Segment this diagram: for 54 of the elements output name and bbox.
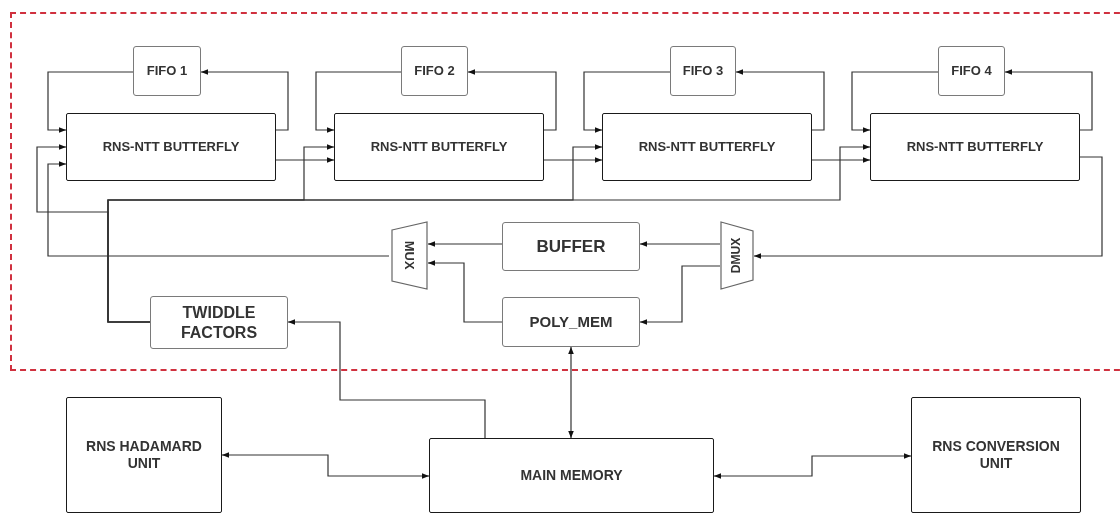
unit-box	[66, 397, 222, 513]
box-label: MUX	[400, 241, 417, 270]
arrow	[315, 71, 402, 133]
arrow	[287, 319, 486, 439]
box-label: FIFO 4	[951, 62, 992, 80]
box-label: FIFO 3	[682, 62, 724, 80]
process-box	[334, 113, 544, 181]
box-label: RNS-NTT BUTTERFLY	[906, 138, 1044, 156]
arrow	[1004, 69, 1093, 131]
memory-box	[502, 297, 640, 347]
arrow	[735, 69, 825, 131]
arrow	[851, 71, 939, 133]
arrow	[811, 157, 871, 163]
arrow	[713, 453, 912, 479]
process-box	[66, 113, 276, 181]
memory-box	[150, 296, 288, 349]
box-label: RNS-NTT BUTTERFLY	[102, 138, 240, 156]
fifo-box	[670, 46, 736, 96]
arrow	[753, 156, 1103, 259]
arrow	[568, 346, 574, 439]
arrow	[639, 241, 721, 247]
arrow	[221, 452, 430, 479]
arrow	[200, 69, 289, 131]
box-label: RNS-NTT BUTTERFLY	[370, 138, 508, 156]
unit-box	[911, 397, 1081, 513]
fifo-box	[401, 46, 468, 96]
arrow	[543, 157, 603, 163]
arrow	[275, 157, 335, 163]
arrow	[467, 69, 557, 131]
arrow	[427, 260, 503, 323]
process-box	[870, 113, 1080, 181]
box-label: TWIDDLE FACTORS	[179, 302, 259, 343]
arrow	[583, 71, 671, 133]
arrow	[47, 161, 390, 257]
box-label: RNS-NTT BUTTERFLY	[638, 138, 776, 156]
box-label: BUFFER	[536, 235, 606, 258]
mux-trapezoid	[389, 222, 428, 289]
fifo-box	[133, 46, 201, 96]
fifo-box	[938, 46, 1005, 96]
box-label: FIFO 1	[146, 62, 188, 80]
process-box	[602, 113, 812, 181]
buffer-box	[502, 222, 640, 271]
box-label: FIFO 2	[414, 62, 455, 80]
box-label: POLY_MEM	[529, 312, 613, 332]
box-label: RNS HADAMARD UNIT	[85, 437, 203, 473]
arrow	[107, 144, 871, 323]
arrow	[47, 71, 134, 133]
arrow	[427, 241, 503, 247]
arrow	[639, 265, 721, 325]
box-label: RNS CONVERSION UNIT	[931, 437, 1061, 473]
box-label: MAIN MEMORY	[520, 466, 623, 485]
box-label: DMUX	[729, 237, 745, 274]
demux-trapezoid	[720, 222, 754, 289]
memory-box	[429, 438, 714, 513]
